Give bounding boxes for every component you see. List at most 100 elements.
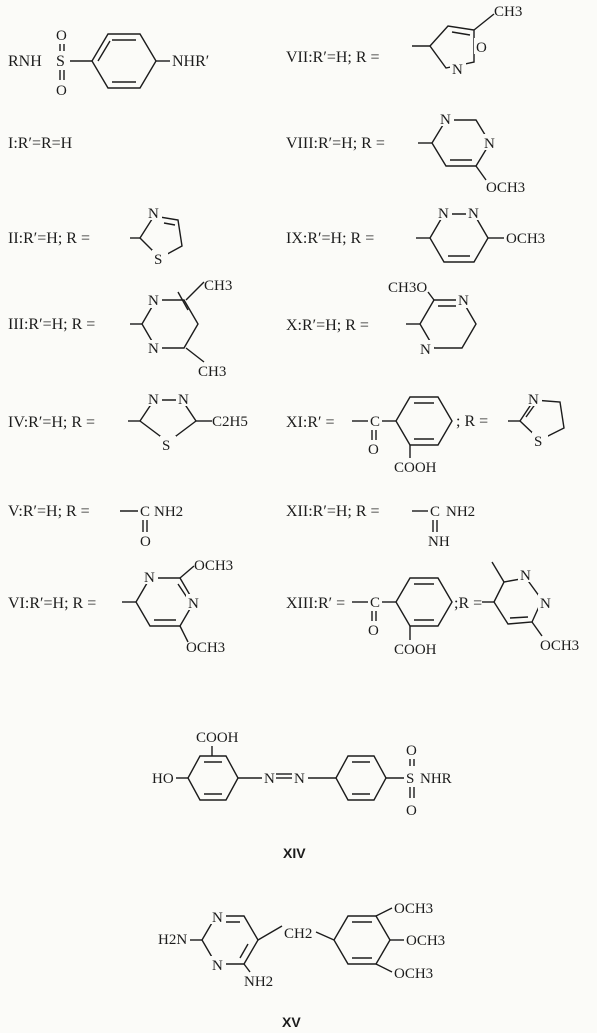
- general-sulfonamide-structure: RNH S O O NHR′: [8, 28, 209, 99]
- compound-xi: XI:R′ = C O COOH ; R = N S: [286, 390, 565, 476]
- compound-v-label: V:R′=H; R =: [8, 503, 90, 520]
- benzene-ring: [91, 33, 157, 89]
- compound-xiii: XIII:R′ = C O COOH ;R = N N OCH3: [286, 561, 579, 658]
- compound-ii: II:R′=H; R = N S: [8, 204, 183, 268]
- thiazoline-n: N: [528, 392, 539, 408]
- compound-vii: VII:R′=H; R = O N CH3: [286, 4, 522, 78]
- compound-xi-label: XI:R′ =: [286, 414, 335, 431]
- compound-iii-label: III:R′=H; R =: [8, 316, 95, 333]
- sulfur-atom: S: [406, 771, 414, 787]
- n-atom-2: N: [484, 136, 495, 152]
- carbonyl-c: C: [140, 504, 150, 520]
- compound-xiv: COOH HO N N S O O NHR XIV: [152, 730, 452, 861]
- thiazoline-s: S: [534, 434, 542, 450]
- compound-ii-label: II:R′=H; R =: [8, 230, 90, 247]
- compound-viii: VIII:R′=H; R = N N OCH3: [286, 110, 525, 196]
- methoxy-group: OCH3: [506, 231, 545, 247]
- compound-vi: VI:R′=H; R = N N OCH3 OCH3: [8, 558, 233, 656]
- compound-ix-label: IX:R′=H; R =: [286, 230, 374, 247]
- carbonyl-o: O: [140, 534, 151, 550]
- oxygen-bottom: O: [406, 803, 417, 819]
- amide-nh2: NH2: [154, 504, 183, 520]
- n-atom-1: N: [440, 112, 451, 128]
- methoxy-top: OCH3: [394, 901, 433, 917]
- methoxy-middle: OCH3: [406, 933, 445, 949]
- oxygen-bottom: O: [56, 83, 67, 99]
- amino-group-bottom: NH2: [244, 974, 273, 990]
- compound-ix: IX:R′=H; R = N N OCH3: [286, 204, 545, 263]
- compound-x: X:R′=H; R = N N CH3O: [286, 280, 477, 358]
- methyl-top: CH3: [204, 278, 232, 294]
- compound-xii-label: XII:R′=H; R =: [286, 503, 380, 520]
- compound-v: V:R′=H; R = C NH2 O: [8, 503, 183, 550]
- azo-n-2: N: [294, 771, 305, 787]
- amidine-c: C: [430, 504, 440, 520]
- methyl-bottom: CH3: [198, 364, 226, 380]
- methyl-group: CH3: [494, 4, 522, 20]
- compound-x-label: X:R′=H; R =: [286, 317, 369, 334]
- carboxyl-group: COOH: [196, 730, 239, 746]
- carbonyl-o: O: [368, 623, 379, 639]
- thiazole-n: N: [148, 206, 159, 222]
- compound-iv: IV:R′=H; R = N N S C2H5: [8, 390, 248, 454]
- sulfur-atom: S: [56, 53, 65, 70]
- compound-xv: H2N N N NH2 CH2 OCH3 OCH3 OCH3 XV: [158, 901, 445, 1030]
- r-separator: ; R =: [456, 413, 488, 430]
- benzene-ring: [395, 396, 453, 446]
- n-atom-2: N: [148, 341, 159, 357]
- compound-xv-caption: XV: [282, 1014, 301, 1030]
- compound-vii-label: VII:R′=H; R =: [286, 49, 380, 66]
- compound-i-label: I:R′=R=H: [8, 135, 73, 152]
- carboxyl-group: COOH: [394, 642, 437, 658]
- amidine-nh2: NH2: [446, 504, 475, 520]
- n-atom-1: N: [144, 570, 155, 586]
- n-atom-2: N: [178, 392, 189, 408]
- n-atom-2: N: [212, 958, 223, 974]
- oxygen-top: O: [56, 28, 67, 44]
- nhr-label: NHR: [420, 771, 452, 787]
- n-atom-1: N: [212, 910, 223, 926]
- methoxy-group: OCH3: [486, 180, 525, 196]
- n-atom-1: N: [438, 206, 449, 222]
- r-separator: ;R =: [454, 595, 482, 612]
- methoxy-bottom: OCH3: [394, 966, 433, 982]
- oxygen-top: O: [406, 743, 417, 759]
- thiadiazole-s: S: [162, 438, 170, 454]
- amidine-nh: NH: [428, 534, 450, 550]
- carbonyl-c: C: [370, 595, 380, 611]
- amino-group-left: H2N: [158, 932, 187, 948]
- compound-xiii-label: XIII:R′ =: [286, 595, 345, 612]
- compound-iii: III:R′=H; R = N N CH3 CH3: [8, 278, 232, 380]
- n-atom-2: N: [468, 206, 479, 222]
- n-atom-1: N: [458, 293, 469, 309]
- n-atom-1: N: [148, 293, 159, 309]
- n-atom-1: N: [148, 392, 159, 408]
- nhr-prime-label: NHR′: [172, 53, 209, 70]
- compound-iv-label: IV:R′=H; R =: [8, 414, 95, 431]
- carbonyl-c: C: [370, 414, 380, 430]
- azo-n-1: N: [264, 771, 275, 787]
- benzene-ring: [395, 577, 453, 627]
- compound-vi-label: VI:R′=H; R =: [8, 595, 96, 612]
- compound-viii-label: VIII:R′=H; R =: [286, 135, 385, 152]
- methoxy-group: CH3O: [388, 280, 427, 296]
- thiazole-s: S: [154, 252, 162, 268]
- n-atom-1: N: [520, 568, 531, 584]
- carbonyl-o: O: [368, 442, 379, 458]
- n-atom-2: N: [540, 596, 551, 612]
- isoxazole-n: N: [452, 62, 463, 78]
- n-atom-2: N: [188, 596, 199, 612]
- methylene-group: CH2: [284, 926, 312, 942]
- carboxyl-group: COOH: [394, 460, 437, 476]
- methoxy-top: OCH3: [194, 558, 233, 574]
- methoxy-group: OCH3: [540, 638, 579, 654]
- compound-xii: XII:R′=H; R = C NH2 NH: [286, 503, 475, 550]
- benzene-ring: [333, 915, 391, 965]
- hydroxyl-group: HO: [152, 771, 174, 787]
- ethyl-group: C2H5: [212, 414, 248, 430]
- rnh-label: RNH: [8, 53, 42, 70]
- compound-xiv-caption: XIV: [283, 845, 306, 861]
- isoxazole-o: O: [476, 40, 487, 56]
- methoxy-bottom: OCH3: [186, 640, 225, 656]
